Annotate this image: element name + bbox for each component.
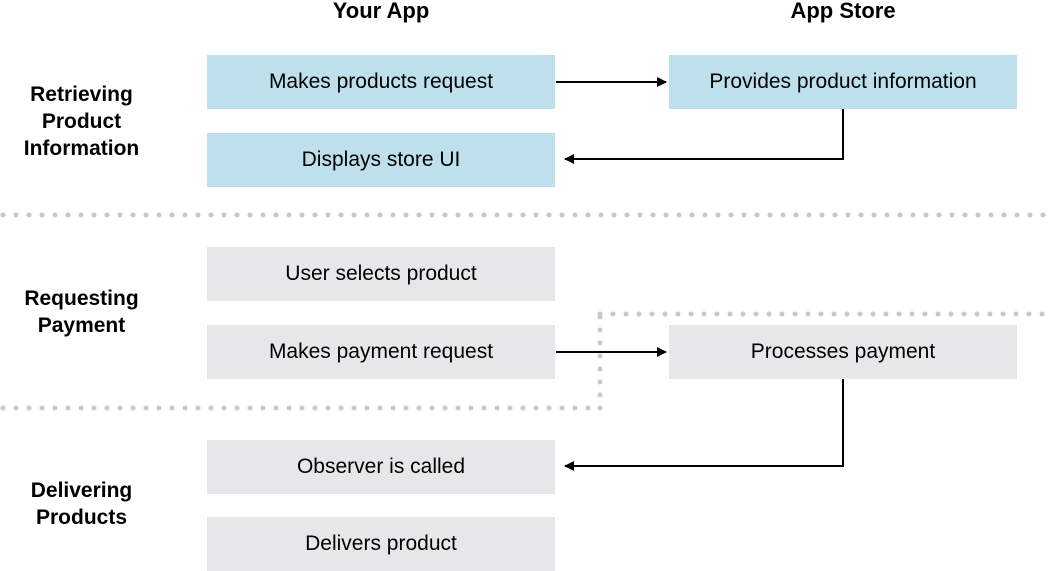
column-header-app-store: App Store <box>790 0 896 23</box>
step-makes-products-request: Makes products request <box>207 55 555 109</box>
step-processes-payment: Processes payment <box>669 325 1017 379</box>
phase-label-delivering: Delivering Products <box>0 477 163 531</box>
step-displays-store-ui: Displays store UI <box>207 133 555 187</box>
arrow-product-information-return <box>564 109 844 164</box>
step-makes-payment-request: Makes payment request <box>207 325 555 379</box>
step-delivers-product: Delivers product <box>207 517 555 571</box>
phase-label-line: Product <box>41 110 122 133</box>
phase-label-requesting: Requesting Payment <box>0 285 163 339</box>
step-observer-is-called: Observer is called <box>207 440 555 494</box>
phase-label-line: Products <box>35 506 127 529</box>
step-user-selects-product: User selects product <box>207 247 555 301</box>
phase-label-line: Requesting <box>24 287 139 310</box>
phase-label-line: Payment <box>37 314 126 337</box>
arrow-payment-processed-return <box>564 379 844 471</box>
phase-label-retrieving: Retrieving Product Information <box>0 81 163 162</box>
phase-label-line: Retrieving <box>30 83 133 106</box>
phase-label-line: Delivering <box>30 479 133 502</box>
phase-label-line: Information <box>23 137 140 160</box>
step-provides-product-information: Provides product information <box>669 55 1017 109</box>
column-header-your-app: Your App <box>332 0 430 23</box>
